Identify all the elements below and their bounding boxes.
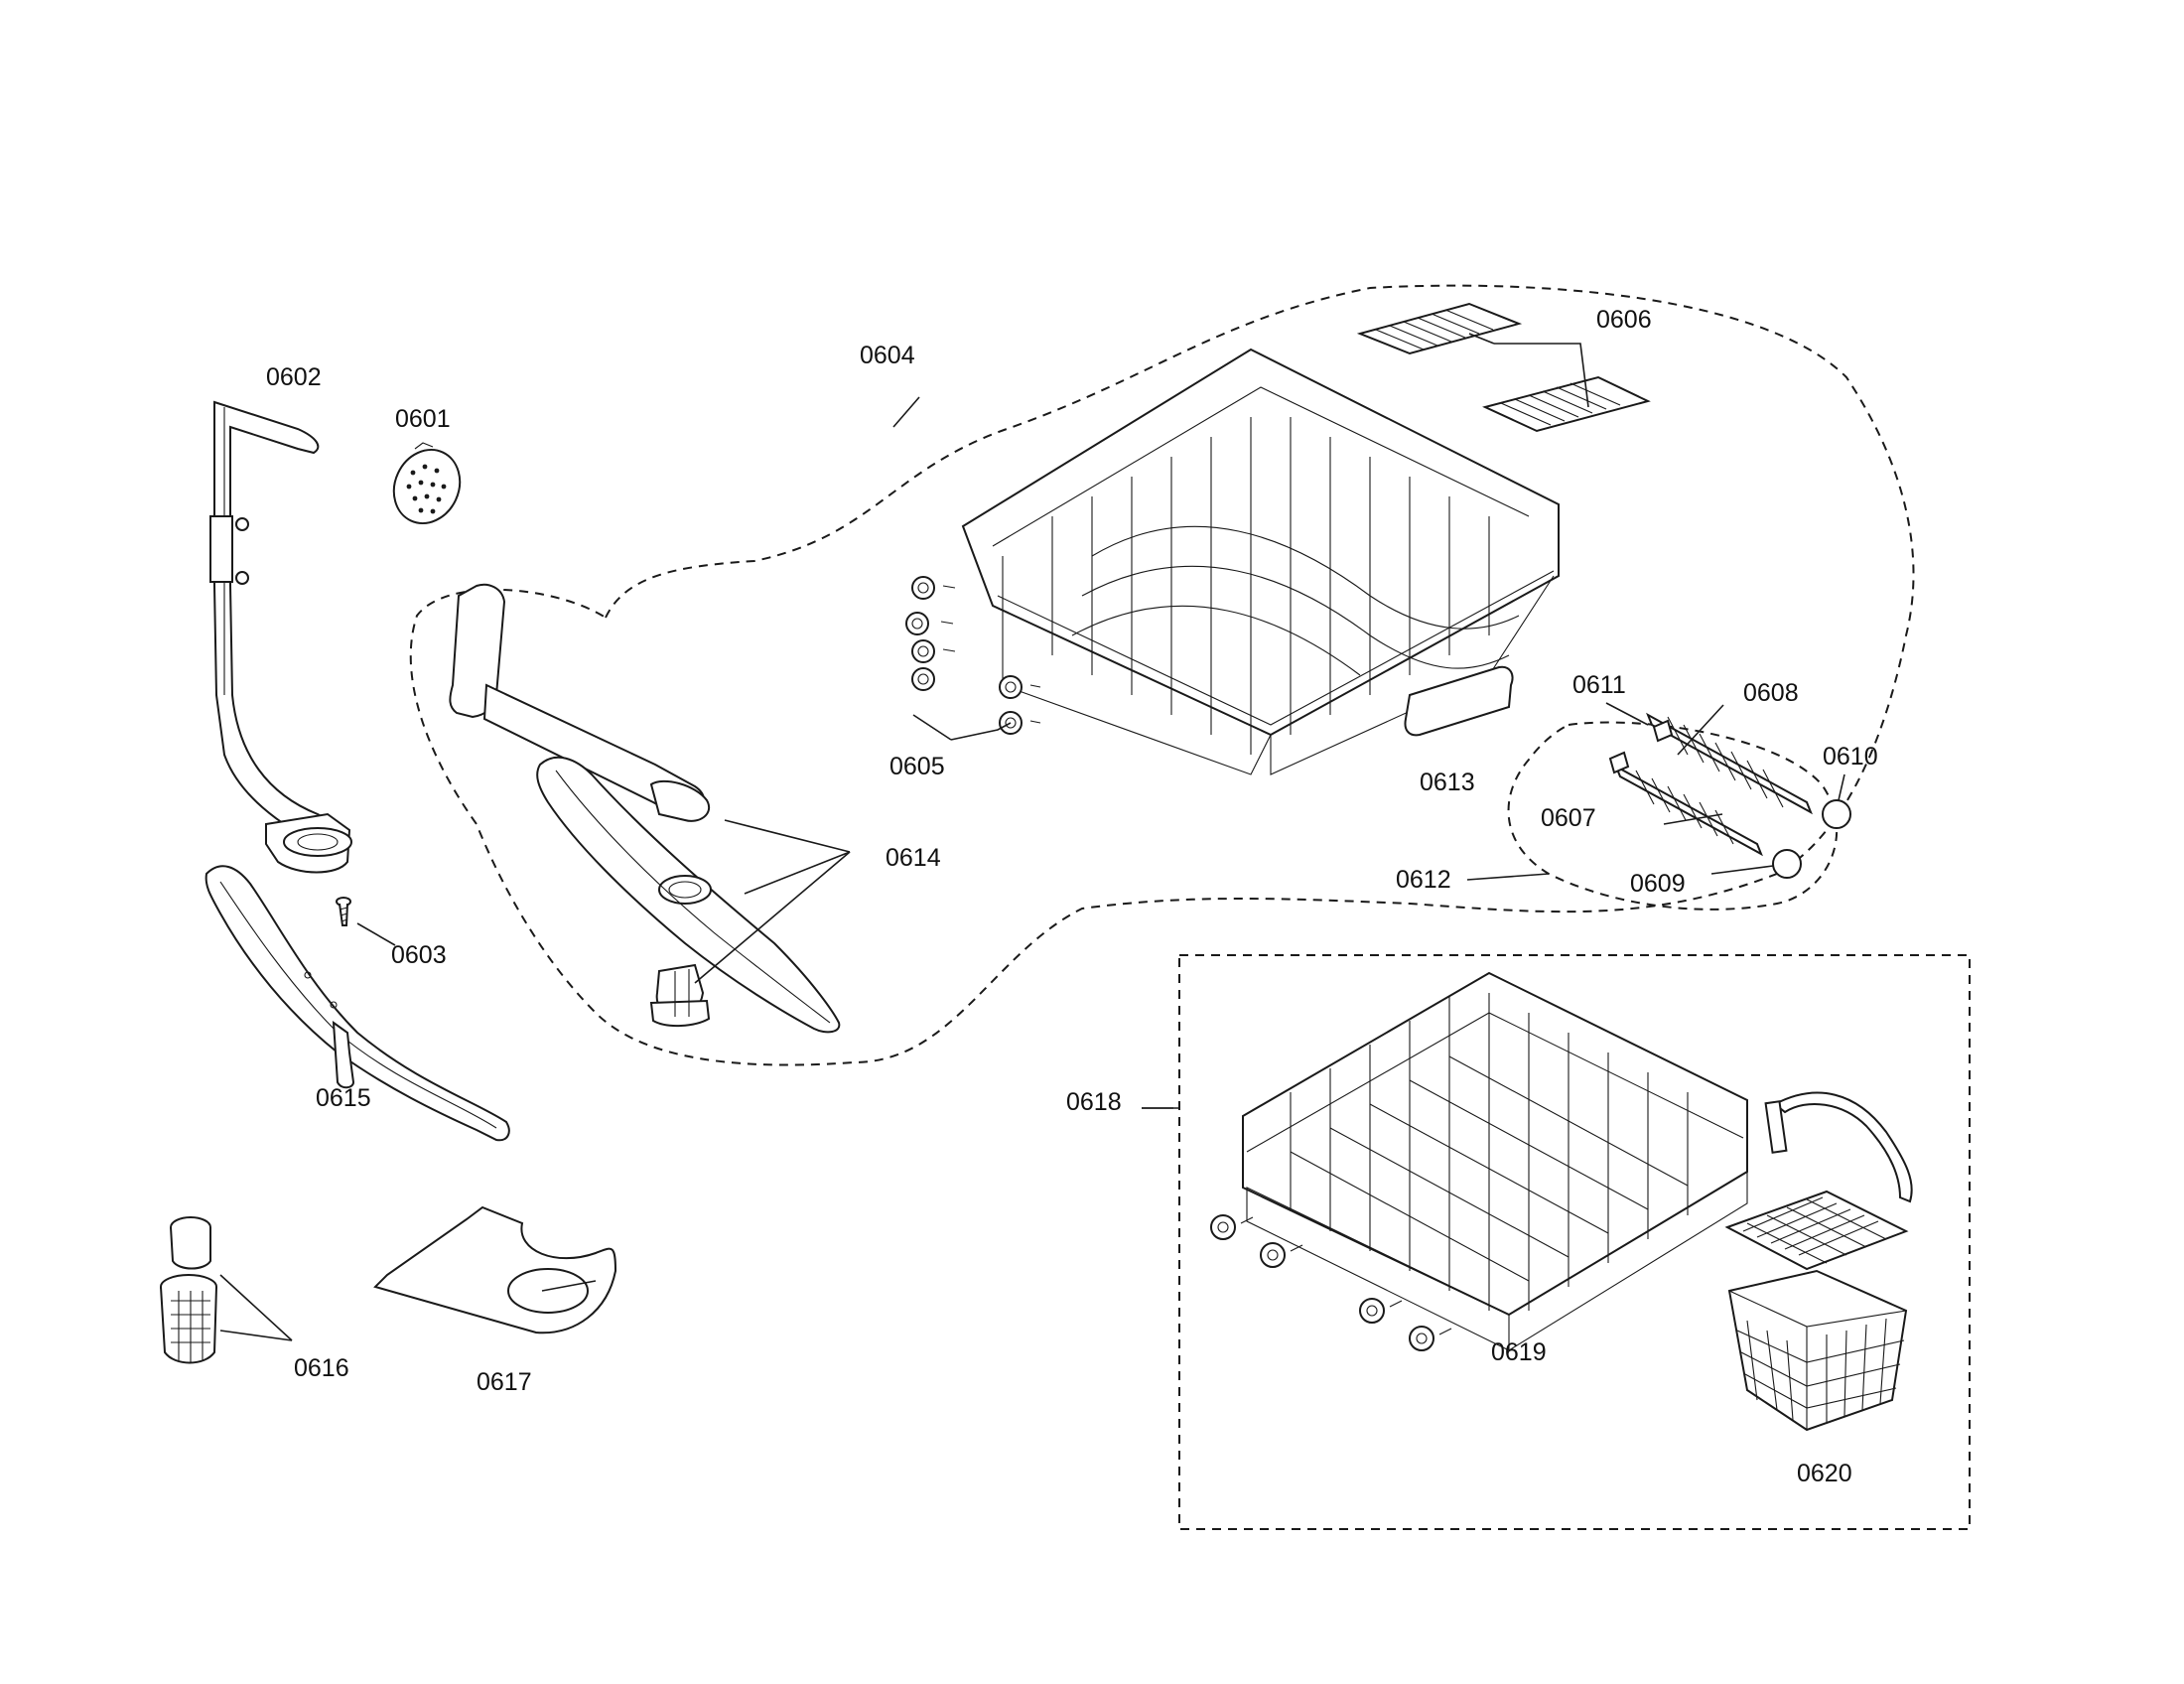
- callout-0617: 0617: [477, 1368, 532, 1396]
- clip-part-0609: [1772, 849, 1802, 879]
- screw-part-0603: [336, 897, 351, 926]
- callout-0614: 0614: [886, 844, 941, 872]
- callout-0602: 0602: [266, 363, 322, 391]
- lower-rack-wheels-part-0619: [1210, 1214, 1452, 1351]
- callout-0618: 0618: [1066, 1088, 1122, 1116]
- cutlery-basket-part-0620: [1724, 1091, 1913, 1432]
- callout-0603: 0603: [391, 941, 447, 969]
- tine-row-group-outline: [1507, 721, 1839, 911]
- supply-tube-part-0602: [209, 400, 352, 874]
- tine-rows-part-0607-0608: [1608, 712, 1851, 879]
- rack-wheels-part-0605: [905, 576, 1041, 735]
- upper-rack-group-outline: [409, 284, 1915, 1066]
- spray-filter-part-0601: [392, 442, 462, 524]
- upper-rack-part-0604: [905, 348, 1560, 775]
- callout-0608: 0608: [1743, 679, 1799, 707]
- callout-0615: 0615: [316, 1084, 371, 1112]
- clip-part-0610: [1822, 799, 1851, 829]
- callout-0609: 0609: [1630, 870, 1686, 898]
- callout-0619: 0619: [1491, 1338, 1547, 1366]
- leader-lines: [219, 333, 1845, 1341]
- callout-0611: 0611: [1572, 671, 1626, 699]
- callout-0601: 0601: [395, 405, 451, 433]
- callout-0612: 0612: [1396, 866, 1451, 894]
- callout-0613: 0613: [1420, 769, 1475, 796]
- cup-shelves-part-0606: [1356, 302, 1651, 433]
- callout-0620: 0620: [1797, 1460, 1852, 1487]
- callout-labels: 0602 0601 0604 0606 0611 0608 0610 0607 …: [266, 306, 1878, 1487]
- upper-spray-arm-part-0614: [449, 583, 841, 1034]
- lower-spray-arm-part-0615: [205, 865, 510, 1142]
- lower-rack-part-0618: [1210, 971, 1748, 1351]
- cover-plate-part-0617: [373, 1205, 617, 1334]
- callout-0607: 0607: [1541, 804, 1596, 832]
- callout-0604: 0604: [860, 342, 915, 369]
- filter-part-0616: [160, 1216, 217, 1364]
- callout-0605: 0605: [889, 753, 945, 780]
- callout-0610: 0610: [1823, 743, 1878, 771]
- callout-0616: 0616: [294, 1354, 349, 1382]
- callout-0606: 0606: [1596, 306, 1652, 334]
